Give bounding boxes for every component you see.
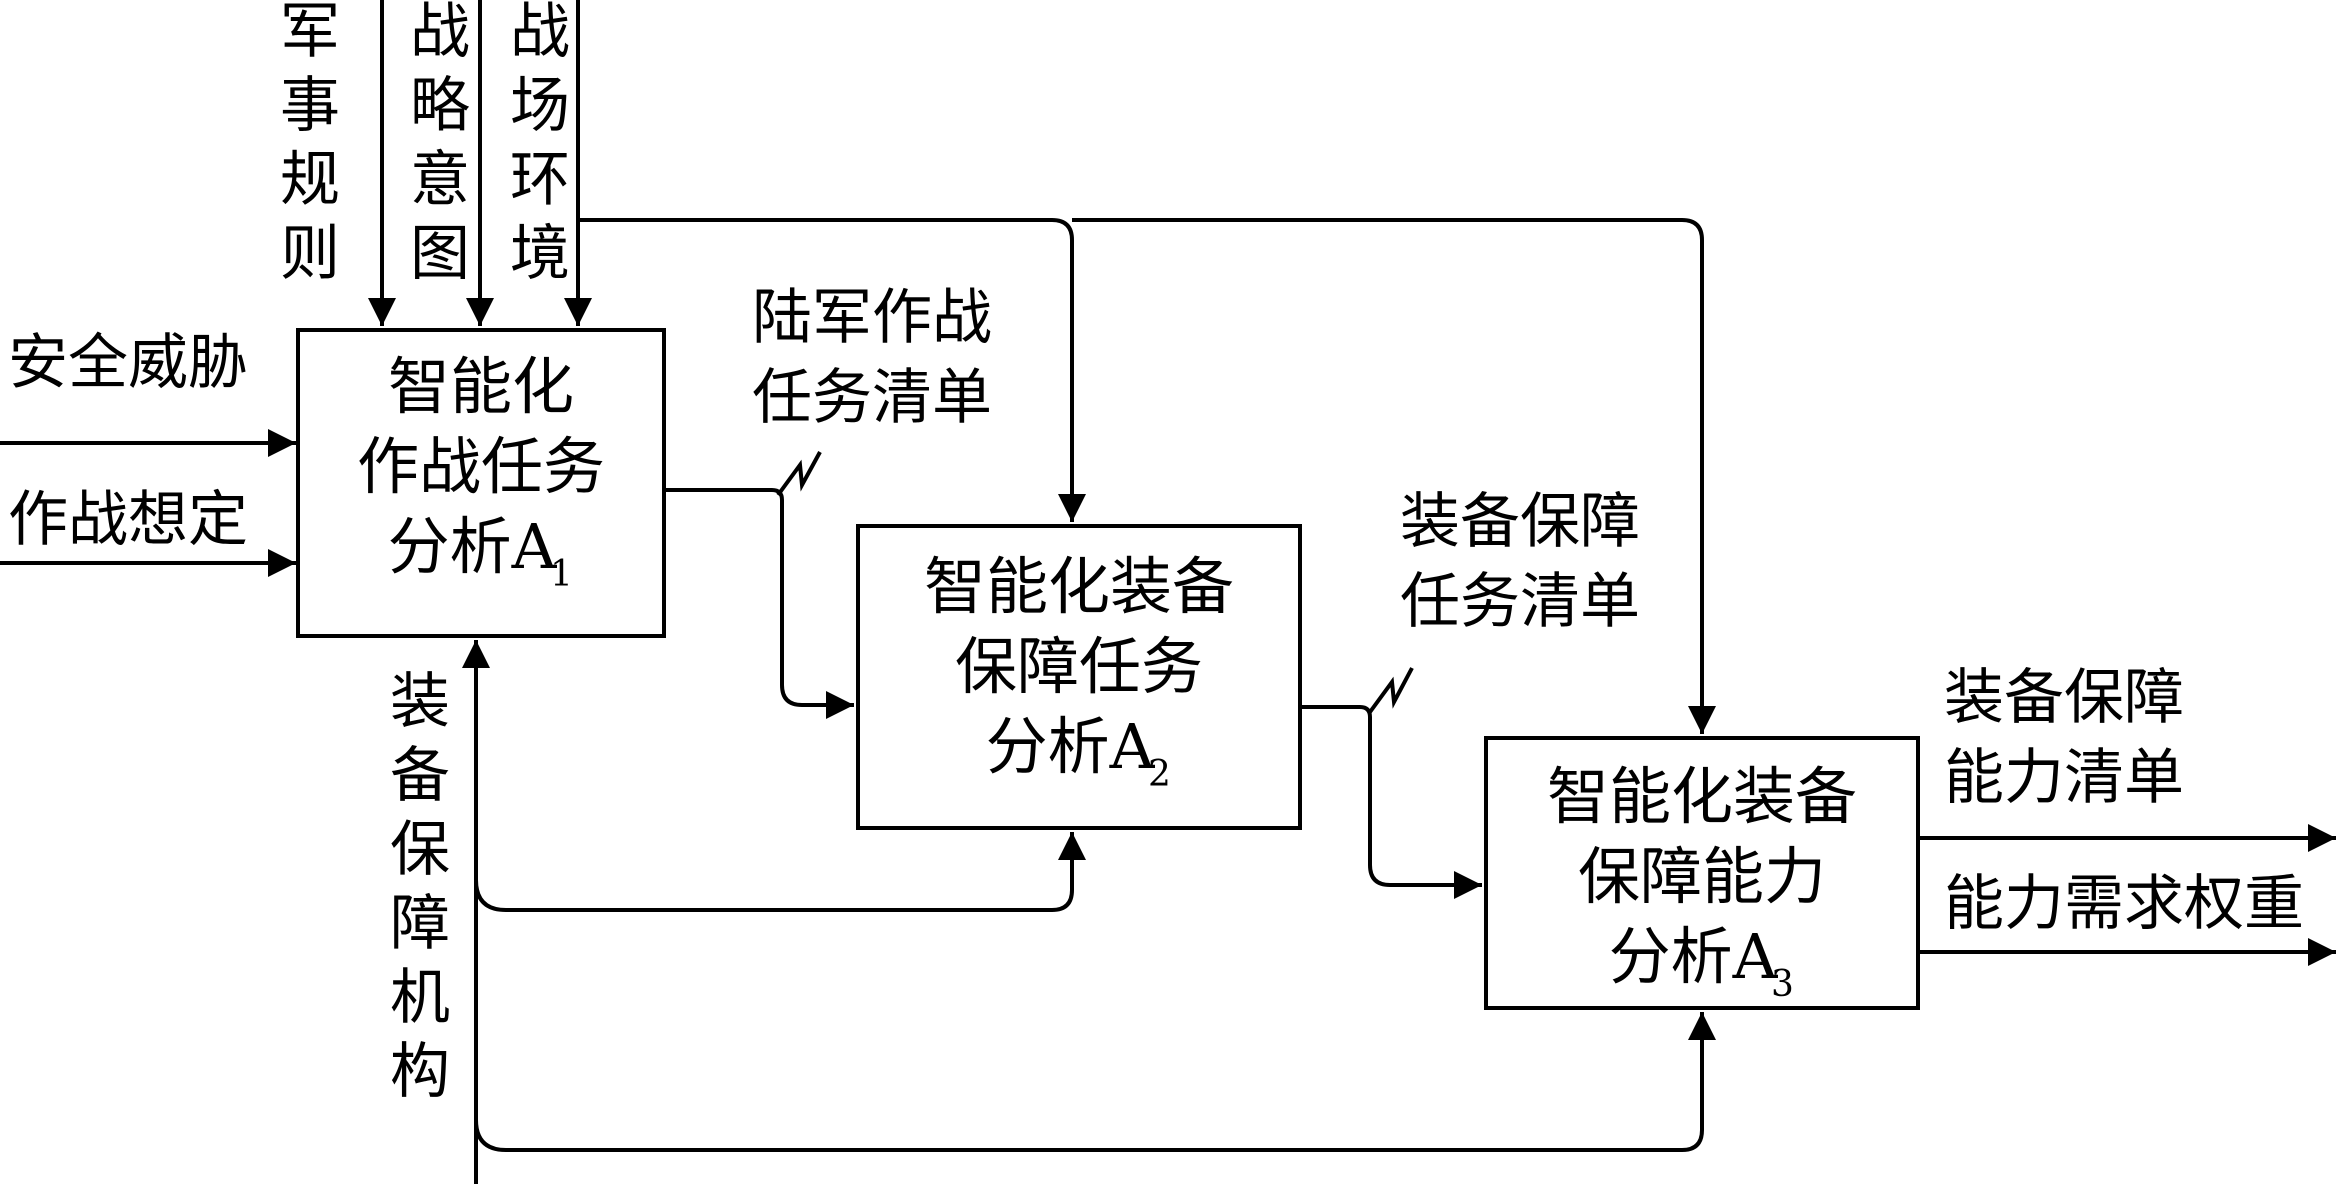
svg-text:障: 障 bbox=[390, 889, 450, 959]
a1-a2-squiggle-icon bbox=[776, 451, 822, 497]
svg-text:图: 图 bbox=[410, 219, 470, 289]
box-a2 bbox=[856, 524, 1302, 830]
svg-text:机: 机 bbox=[390, 963, 450, 1033]
svg-text:陆军作战: 陆军作战 bbox=[752, 283, 992, 353]
svg-text:任务清单: 任务清单 bbox=[1400, 567, 1640, 637]
mechanism-to-a3-line bbox=[474, 1012, 1716, 1152]
military-rules-label: 军 事 规 则 bbox=[280, 0, 340, 289]
svg-text:事: 事 bbox=[280, 71, 340, 141]
svg-text:则: 则 bbox=[280, 219, 340, 289]
svg-text:分析A: 分析A bbox=[1609, 920, 1779, 993]
security-threat-label: 安全威胁 bbox=[8, 328, 248, 398]
svg-text:战: 战 bbox=[510, 0, 570, 67]
a1-label: 智能化 作战任务 分析A 1 bbox=[357, 350, 605, 595]
a2-label: 智能化装备 保障任务 分析A 2 bbox=[924, 550, 1234, 795]
capability-list-label: 装备保障 能力清单 bbox=[1944, 663, 2184, 813]
svg-text:分析A: 分析A bbox=[388, 510, 558, 583]
a2-to-a3-line bbox=[1300, 705, 1482, 899]
svg-text:分析A: 分析A bbox=[986, 710, 1156, 783]
svg-text:装: 装 bbox=[390, 667, 450, 737]
army-task-list-label: 陆军作战 任务清单 bbox=[752, 283, 992, 433]
svg-text:构: 构 bbox=[390, 1037, 450, 1107]
battlefield-env-to-a3-line bbox=[1072, 218, 1716, 734]
svg-text:境: 境 bbox=[510, 219, 570, 289]
box-a3 bbox=[1484, 736, 1920, 1010]
svg-text:智能化: 智能化 bbox=[388, 350, 574, 423]
svg-text:能力清单: 能力清单 bbox=[1944, 743, 2184, 813]
strategic-intent-label: 战 略 意 图 bbox=[410, 0, 470, 289]
svg-text:3: 3 bbox=[1771, 964, 1794, 1005]
weight-label: 能力需求权重 bbox=[1944, 869, 2304, 939]
svg-text:略: 略 bbox=[410, 71, 470, 141]
svg-text:2: 2 bbox=[1148, 754, 1171, 795]
svg-text:装备保障: 装备保障 bbox=[1400, 487, 1640, 557]
svg-text:1: 1 bbox=[550, 554, 573, 595]
a2-a3-squiggle-icon bbox=[1368, 667, 1414, 714]
svg-text:任务清单: 任务清单 bbox=[752, 363, 992, 433]
svg-text:作战任务: 作战任务 bbox=[357, 430, 605, 503]
mechanism-to-a2-line bbox=[474, 832, 1086, 912]
svg-text:规: 规 bbox=[280, 145, 340, 215]
svg-text:装备保障: 装备保障 bbox=[1944, 663, 2184, 733]
svg-text:场: 场 bbox=[510, 71, 570, 141]
svg-text:意: 意 bbox=[410, 145, 470, 215]
svg-text:智能化装备: 智能化装备 bbox=[924, 550, 1234, 623]
svg-text:保: 保 bbox=[390, 815, 450, 885]
svg-text:保障能力: 保障能力 bbox=[1578, 840, 1826, 913]
svg-text:军: 军 bbox=[280, 0, 340, 67]
svg-text:智能化装备: 智能化装备 bbox=[1547, 760, 1857, 833]
a1-to-a2-line bbox=[664, 488, 854, 719]
support-task-list-label: 装备保障 任务清单 bbox=[1400, 487, 1640, 637]
combat-assumption-label: 作战想定 bbox=[8, 485, 248, 555]
battlefield-env-branch-line bbox=[578, 218, 1086, 522]
box-a1 bbox=[296, 328, 666, 638]
svg-text:环: 环 bbox=[510, 145, 570, 215]
mechanism-label: 装 备 保 障 机 构 bbox=[390, 667, 450, 1107]
battlefield-env-label: 战 场 环 境 bbox=[510, 0, 570, 289]
svg-text:战: 战 bbox=[410, 0, 470, 67]
svg-text:保障任务: 保障任务 bbox=[955, 630, 1203, 703]
svg-text:备: 备 bbox=[390, 741, 450, 811]
a3-label: 智能化装备 保障能力 分析A 3 bbox=[1547, 760, 1857, 1005]
